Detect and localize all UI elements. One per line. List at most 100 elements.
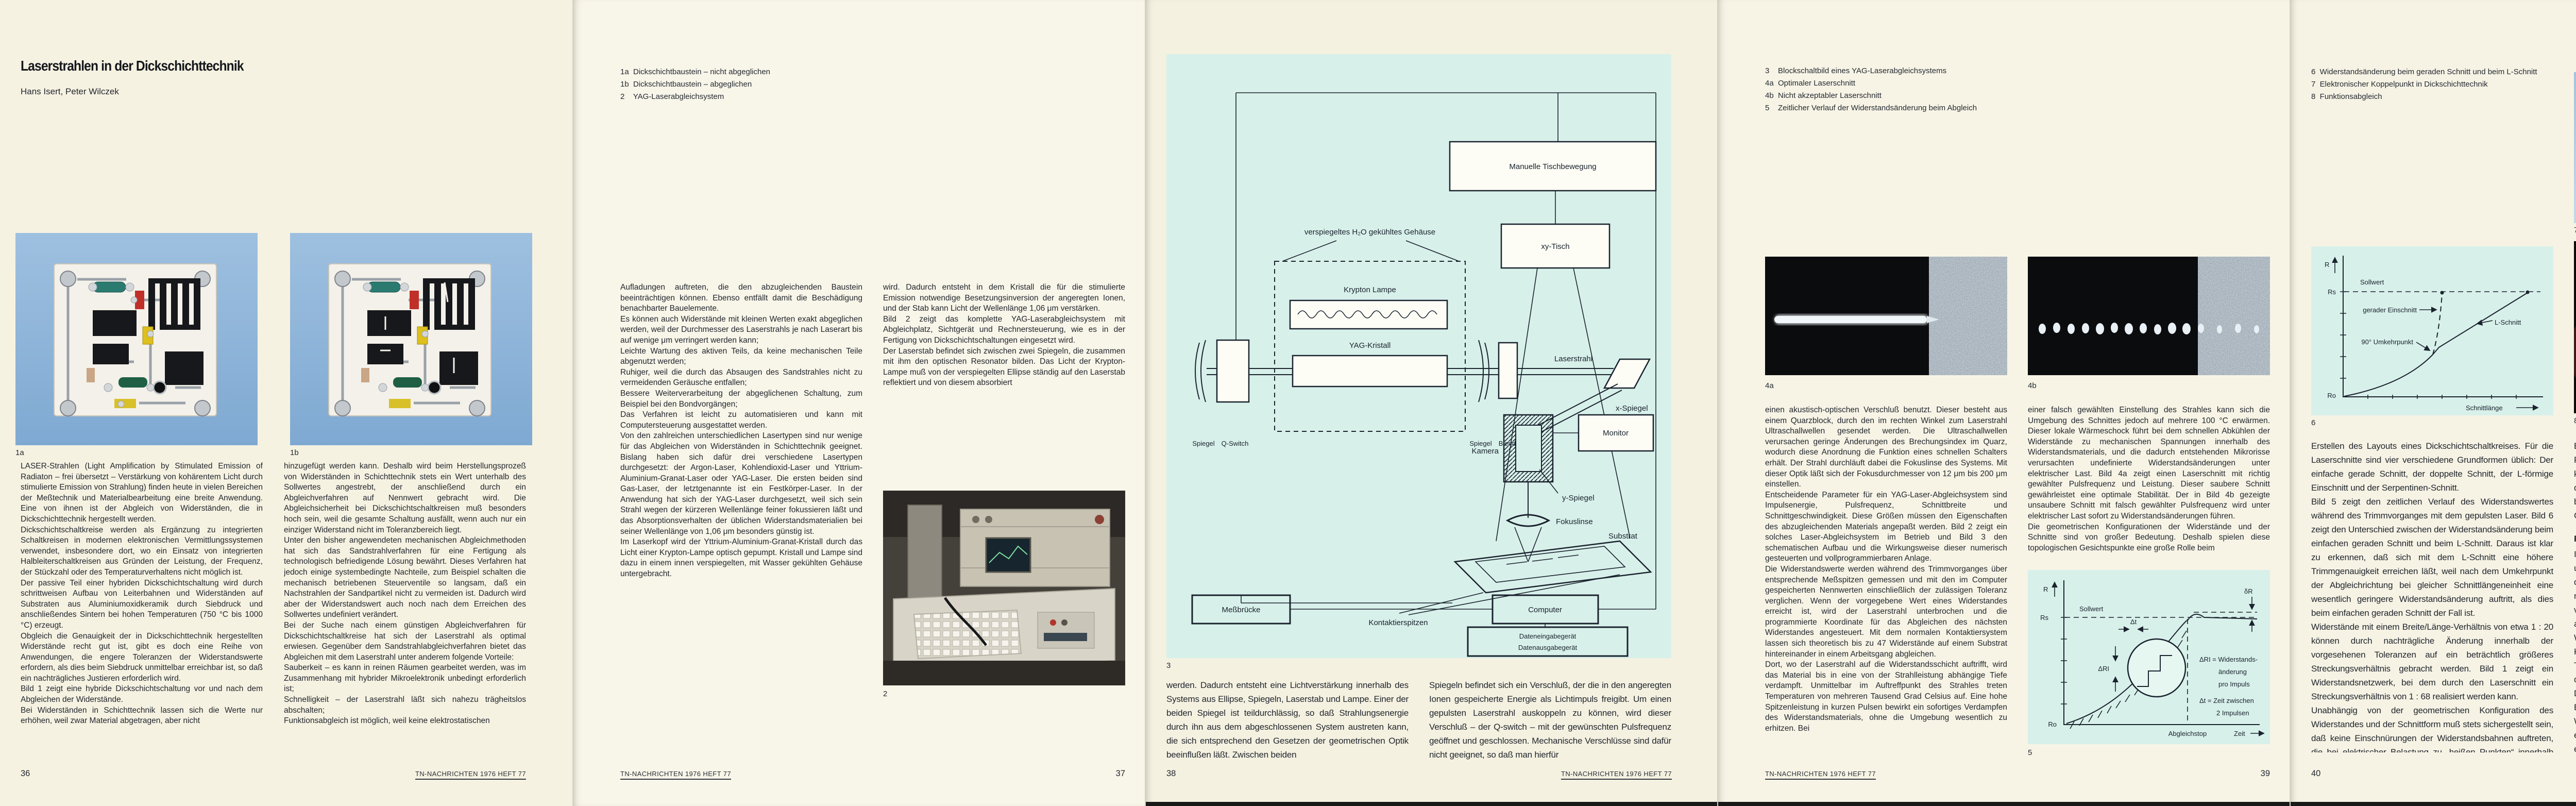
fig2-keyboard xyxy=(913,609,1022,660)
fig3-label-yag-kristall: YAG-Kristall xyxy=(1349,341,1391,350)
fig5-dt: Δt xyxy=(2130,618,2137,626)
fig3-label-monitor: Monitor xyxy=(1603,429,1629,438)
fig5-ro: Ro xyxy=(2048,720,2057,728)
body-column-1: einen akustisch-optischen Verschluß benu… xyxy=(1765,406,2007,733)
body-column-2: In modernen elektronischen Vermittlungss… xyxy=(2574,549,2576,752)
fig6-schnittlaenge: Schnittlänge xyxy=(2466,404,2503,412)
fig6-sollwert: Sollwert xyxy=(2360,278,2384,286)
fig3-label-datenausgabe: Datenausgabegerät xyxy=(1518,644,1578,651)
fig6-rs: Rs xyxy=(2328,288,2336,296)
body-column-1: werden. Dadurch entsteht eine Lichtverst… xyxy=(1166,680,1409,760)
caption-1b: 1b Dickschichtbaustein – abgeglichen xyxy=(620,80,752,89)
body-column-2: wird. Dadurch entsteht in dem Kristall d… xyxy=(883,283,1125,388)
figure-4b-photo xyxy=(2028,257,2270,375)
figure-1b-label: 1b xyxy=(290,448,299,457)
fig3-label-manuelle-tischbewegung: Manuelle Tischbewegung xyxy=(1509,162,1596,171)
figure-6-label: 6 xyxy=(2311,418,2316,427)
body-column-2: hinzugefügt werden kann. Deshalb wird be… xyxy=(284,462,526,726)
page-number: 37 xyxy=(1115,769,1125,778)
body-column-2-pre: Einwandfreie Druckqualität der Widerstan… xyxy=(2574,439,2576,531)
body-column-1: Erstellen des Layouts eines Dickschichts… xyxy=(2311,441,2553,752)
fig5-abgleichstop: Abgleichstop xyxy=(2168,730,2207,737)
caption-5: 5 Zeitlicher Verlauf der Widerstandsände… xyxy=(1765,104,1977,112)
section-heading-funktionsabgleich: Funktionsabgleich xyxy=(2574,534,2576,544)
figure-7-label: 7 xyxy=(2574,226,2576,234)
figure-8-photo xyxy=(2574,241,2576,413)
fig5-legend-2a: Δt = Zeit zwischen xyxy=(2199,697,2254,704)
fig3-label-housing: verspiegeltes H₂O gekühltes Gehäuse xyxy=(1304,228,1435,237)
fig3-label-computer: Computer xyxy=(1528,606,1562,614)
fig5-delta-r: δR xyxy=(2244,587,2253,595)
body-column-1: LASER-Strahlen (Light Amplification by S… xyxy=(21,462,263,726)
fig3-label-krypton-lampe: Krypton Lampe xyxy=(1344,286,1396,294)
fig3-label-kamera: Kamera xyxy=(1471,447,1499,456)
figure-4b-label: 4b xyxy=(2028,381,2037,390)
figure-8-label: 8 xyxy=(2574,416,2576,425)
fig1a-resistor-areas xyxy=(93,278,204,385)
article-title: Laserstrahlen in der Dickschichttechnik xyxy=(21,58,244,74)
body-column-2: einer falsch gewählten Einstellung des S… xyxy=(2028,406,2270,552)
figure-4a-label: 4a xyxy=(1765,381,1774,390)
fig5-axis-r: R xyxy=(2043,585,2048,593)
fig3-label-y-spiegel: y-Spiegel xyxy=(1562,494,1595,502)
figure-7-photo xyxy=(2574,72,2576,223)
scan-edge xyxy=(2291,802,2576,806)
caption-8: 8 Funktionsabgleich xyxy=(2311,92,2382,101)
caption-1a: 1a Dickschichtbaustein – nicht abgeglich… xyxy=(620,68,771,76)
fig4b-pulse-dots xyxy=(2039,323,2259,334)
caption-6: 6 Widerstandsänderung beim geraden Schni… xyxy=(2311,68,2537,76)
fig5-legend-1b: änderung xyxy=(2218,668,2247,676)
fig6-axis-r: R xyxy=(2325,261,2329,268)
journal-footer: TN-NACHRICHTEN 1976 HEFT 77 xyxy=(415,770,526,780)
figure-3-diagram: Manuelle Tischbewegung xy-Tisch verspieg… xyxy=(1166,54,1671,658)
fig3-label-spiegel-right: Spiegel xyxy=(1469,440,1492,447)
fig3-label-substrat: Substrat xyxy=(1608,532,1638,541)
scan-edge xyxy=(1718,802,2291,806)
fig3-label-xy-tisch: xy-Tisch xyxy=(1541,242,1569,251)
caption-4b: 4b Nicht akzeptabler Laserschnitt xyxy=(1765,91,1882,100)
fig3-label-spiegel-left: Spiegel xyxy=(1192,440,1214,447)
fig5-rs: Rs xyxy=(2040,614,2048,622)
journal-footer: TN-NACHRICHTEN 1976 HEFT 77 xyxy=(1765,770,1876,780)
figure-1a-photo xyxy=(15,233,258,445)
fig3-label-kontaktierspitzen: Kontaktierspitzen xyxy=(1368,618,1428,627)
fig5-legend-2b: 2 Impulsen xyxy=(2216,709,2249,717)
fig1a-pads xyxy=(60,271,211,416)
figure-3-label: 3 xyxy=(1166,661,1171,670)
caption-7: 7 Elektronischer Koppelpunkt in Dickschi… xyxy=(2311,80,2488,89)
page-38: Manuelle Tischbewegung xy-Tisch verspieg… xyxy=(1145,0,1718,806)
fig2-monitor xyxy=(985,537,1031,573)
fig5-dri: ΔRI xyxy=(2098,665,2109,673)
fig6-l-schnitt: L-Schnitt xyxy=(2495,318,2521,326)
fig6-gerader-einschnitt: gerader Einschnitt xyxy=(2363,306,2417,314)
figure-1a-label: 1a xyxy=(15,448,24,457)
fig1b-components xyxy=(361,281,442,408)
fig5-sollwert: Sollwert xyxy=(2079,605,2104,613)
article-authors: Hans Isert, Peter Wilczek xyxy=(21,87,119,96)
fig5-zeit: Zeit xyxy=(2234,730,2245,737)
page-number: 40 xyxy=(2311,769,2321,778)
page-39: 3 Blockschaltbild eines YAG-Laserabgleic… xyxy=(1717,0,2291,806)
page-number: 36 xyxy=(21,769,30,778)
figure-2-photo xyxy=(883,491,1125,685)
fig5-legend-1c: pro Impuls xyxy=(2218,680,2250,688)
figure-5-label: 5 xyxy=(2028,748,2032,757)
caption-2: 2 YAG-Laserabgleichsystem xyxy=(620,92,724,101)
caption-4a: 4a Optimaler Laserschnitt xyxy=(1765,79,1856,88)
figure-5-chart: R Rs Sollwert Ro δR Δt ΔRI ΔRI = Wide xyxy=(2028,570,2270,744)
fig3-label-dateneingabe: Dateneingabegerät xyxy=(1519,632,1577,640)
figure-6-chart: R Rs Sollwert Ro gerader Einschnitt 90° … xyxy=(2311,246,2553,415)
page-36: Laserstrahlen in der Dickschichttechnik … xyxy=(0,0,572,806)
fig3-label-x-spiegel: x-Spiegel xyxy=(1616,404,1648,413)
scan-edge xyxy=(1146,802,1718,806)
fig5-legend-1a: ΔRI = Widerstands- xyxy=(2199,656,2258,663)
fig3-label-q-switch: Q-Switch xyxy=(1222,440,1249,447)
fig6-umkehrpunkt: 90° Umkehrpunkt xyxy=(2361,338,2413,346)
caption-3: 3 Blockschaltbild eines YAG-Laserabgleic… xyxy=(1765,66,1947,75)
figure-1b-photo xyxy=(290,233,532,445)
journal-footer: TN-NACHRICHTEN 1976 HEFT 77 xyxy=(620,770,731,780)
fig3-label-messbruecke: Meßbrücke xyxy=(1222,606,1260,614)
body-column-2: Spiegeln befindet sich ein Verschluß, de… xyxy=(1429,680,1671,760)
journal-footer: TN-NACHRICHTEN 1976 HEFT 77 xyxy=(1561,770,1672,780)
